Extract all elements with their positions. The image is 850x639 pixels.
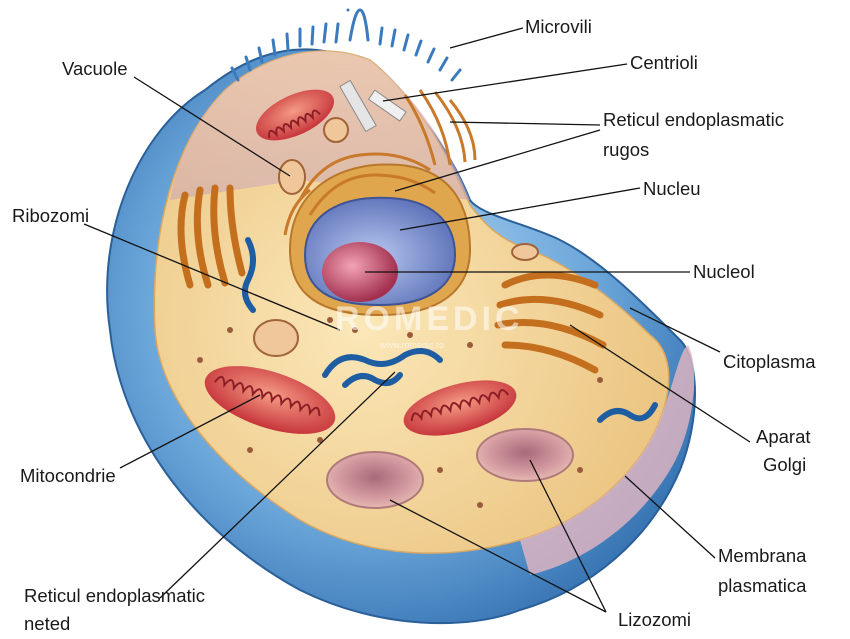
label-nucleu: Nucleu xyxy=(643,178,701,199)
golgi-apparatus xyxy=(177,184,607,374)
smooth-er xyxy=(241,237,658,423)
label-reticul-rugos-line2: rugos xyxy=(603,139,650,160)
centrioles xyxy=(339,79,407,133)
label-reticul-rugos-line1: Reticul endoplasmatic xyxy=(603,109,784,130)
label-vacuole: Vacuole xyxy=(62,58,128,79)
label-ribozomi: Ribozomi xyxy=(12,205,90,226)
label-membrana-line1: Membrana xyxy=(718,545,807,566)
microvilli xyxy=(230,8,462,82)
nucleus xyxy=(288,163,472,317)
label-nucleol: Nucleol xyxy=(693,261,755,282)
watermark-url: www.romedic.ro xyxy=(380,340,445,350)
label-membrana-line2: plasmatica xyxy=(718,575,807,596)
label-reticul-neted-line1: Reticul endoplasmatic xyxy=(24,585,205,606)
label-citoplasma: Citoplasma xyxy=(723,351,816,372)
mitochondria xyxy=(204,89,517,436)
leader-lines xyxy=(83,27,751,613)
label-centrioli: Centrioli xyxy=(630,52,698,73)
label-aparat-line2: Golgi xyxy=(763,454,807,475)
watermark-brand: ROMEDIC xyxy=(335,300,524,338)
nucleolus xyxy=(322,242,398,302)
label-lizozomi: Lizozomi xyxy=(618,609,691,630)
label-mitocondrie: Mitocondrie xyxy=(20,465,116,486)
vacuoles xyxy=(253,117,539,357)
lysosomes xyxy=(326,428,574,509)
label-reticul-neted-line2: neted xyxy=(24,613,71,634)
label-aparat-line1: Aparat xyxy=(756,426,811,447)
label-microvili: Microvili xyxy=(525,16,592,37)
ribosomes xyxy=(197,317,603,508)
